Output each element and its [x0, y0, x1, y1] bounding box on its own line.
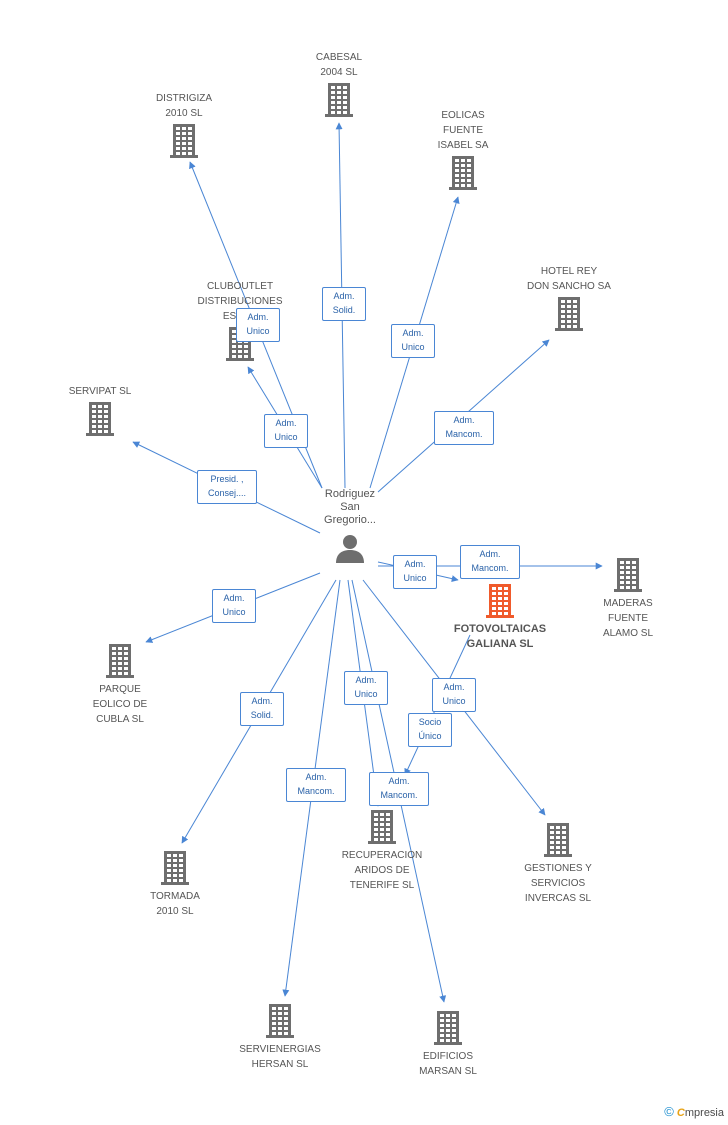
company-node-fotovoltaicas[interactable]: FOTOVOLTAICAS GALIANA SL — [425, 584, 575, 652]
company-node-eolicas[interactable]: EOLICAS FUENTE ISABEL SA — [388, 108, 538, 190]
copyright-icon: © — [664, 1104, 674, 1119]
company-label: MADERAS FUENTE ALAMO SL — [602, 598, 654, 639]
person-label: Rodriguez San Gregorio... — [324, 488, 376, 526]
relation-label-distrigiza[interactable]: Adm. Unico — [236, 308, 280, 342]
relation-label-eolicas[interactable]: Adm. Unico — [391, 324, 435, 358]
building-icon — [449, 156, 477, 190]
brand-logo-letter: C — [676, 1107, 685, 1119]
company-label: HOTEL REY DON SANCHO SA — [527, 266, 611, 292]
company-node-distrigiza[interactable]: DISTRIGIZA 2010 SL — [109, 91, 259, 158]
building-icon — [106, 644, 134, 678]
person-icon — [336, 535, 364, 563]
building-icon — [86, 402, 114, 436]
relation-label-foto[interactable]: Adm. Unico — [393, 555, 437, 589]
building-icon — [555, 297, 583, 331]
company-label: SERVIENERGIAS HERSAN SL — [239, 1044, 321, 1070]
relation-label-maderas[interactable]: Adm. Mancom. — [460, 545, 520, 579]
brand-logo-text: mpresia — [684, 1107, 724, 1119]
company-label: CABESAL 2004 SL — [315, 52, 363, 78]
company-node-gestiones[interactable]: GESTIONES Y SERVICIOS INVERCAS SL — [483, 823, 633, 906]
building-icon — [434, 1011, 462, 1045]
relation-label-servipat[interactable]: Presid. , Consej.... — [197, 470, 257, 504]
person-node[interactable]: Rodriguez San Gregorio... — [290, 488, 410, 565]
relation-label-socio[interactable]: Socio Único — [408, 713, 452, 747]
relation-label-parque[interactable]: Adm. Unico — [212, 589, 256, 623]
company-label: EOLICAS FUENTE ISABEL SA — [437, 110, 489, 151]
company-label: PARQUE EOLICO DE CUBLA SL — [92, 684, 148, 725]
relation-label-cabesal[interactable]: Adm. Solid. — [322, 287, 366, 321]
company-label: RECUPERACION ARIDOS DE TENERIFE SL — [341, 850, 423, 891]
company-node-servienergias[interactable]: SERVIENERGIAS HERSAN SL — [205, 1004, 355, 1072]
building-icon — [544, 823, 572, 857]
relation-label-recup1[interactable]: Adm. Unico — [344, 671, 388, 705]
relation-label-tormada[interactable]: Adm. Solid. — [240, 692, 284, 726]
building-icon — [614, 558, 642, 592]
company-label: GESTIONES Y SERVICIOS INVERCAS SL — [524, 863, 592, 904]
company-label: FOTOVOLTAICAS GALIANA SL — [453, 623, 547, 650]
relation-label-servien[interactable]: Adm. Mancom. — [286, 768, 346, 802]
building-icon — [325, 83, 353, 117]
company-label: EDIFICIOS MARSAN SL — [419, 1051, 477, 1077]
footer-brand: © Cmpresia — [664, 1104, 724, 1119]
building-icon — [486, 584, 514, 618]
building-icon — [266, 1004, 294, 1038]
company-node-servipat[interactable]: SERVIPAT SL — [25, 384, 175, 436]
company-node-cabesal[interactable]: CABESAL 2004 SL — [264, 50, 414, 117]
company-node-maderas[interactable]: MADERAS FUENTE ALAMO SL — [553, 558, 703, 641]
company-node-tormada[interactable]: TORMADA 2010 SL — [100, 851, 250, 919]
company-node-recuperacion[interactable]: RECUPERACION ARIDOS DE TENERIFE SL — [307, 810, 457, 893]
relation-label-hotel[interactable]: Adm. Mancom. — [434, 411, 494, 445]
company-label: DISTRIGIZA 2010 SL — [155, 93, 213, 119]
relation-label-edif[interactable]: Adm. Mancom. — [369, 772, 429, 806]
company-label: TORMADA 2010 SL — [150, 891, 200, 917]
building-icon — [161, 851, 189, 885]
company-node-parque[interactable]: PARQUE EOLICO DE CUBLA SL — [45, 644, 195, 727]
building-icon — [368, 810, 396, 844]
company-label: SERVIPAT SL — [68, 386, 132, 397]
building-icon — [170, 124, 198, 158]
relation-label-gestiones[interactable]: Adm. Unico — [432, 678, 476, 712]
company-node-hotel[interactable]: HOTEL REY DON SANCHO SA — [494, 264, 644, 331]
relation-label-clubout[interactable]: Adm. Unico — [264, 414, 308, 448]
company-node-edificios[interactable]: EDIFICIOS MARSAN SL — [373, 1011, 523, 1079]
